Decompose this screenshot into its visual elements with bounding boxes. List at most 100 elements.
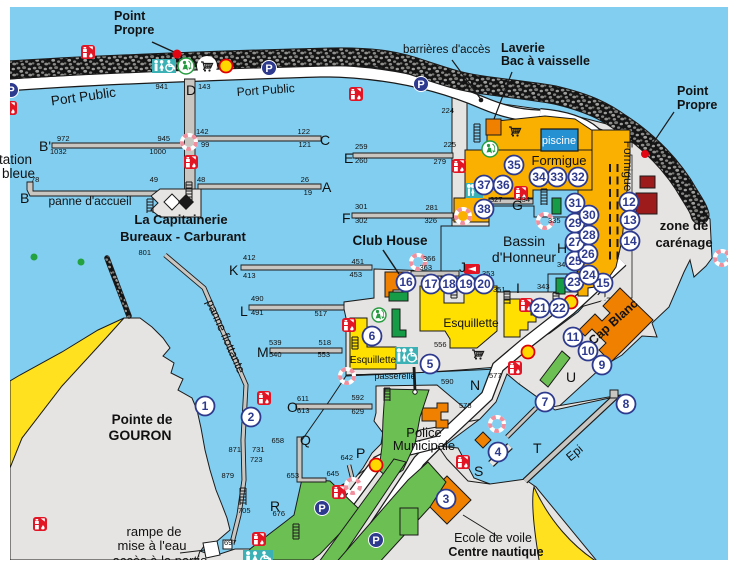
svg-text:10: 10 [581,344,595,358]
svg-text:28: 28 [582,228,596,242]
svg-text:590: 590 [441,377,454,386]
svg-text:K: K [229,262,239,278]
svg-text:556: 556 [434,340,447,349]
svg-text:259: 259 [355,142,368,151]
svg-text:carénage: carénage [655,235,712,250]
svg-text:P: P [265,63,272,75]
svg-text:224: 224 [441,106,454,115]
svg-text:27: 27 [568,235,582,249]
svg-text:412: 412 [243,253,256,262]
svg-text:326: 326 [424,216,437,225]
svg-text:302: 302 [355,216,368,225]
svg-text:611: 611 [297,394,309,403]
svg-text:Station: Station [0,152,32,167]
svg-text:Municipale: Municipale [393,438,455,453]
svg-text:16: 16 [399,275,413,289]
svg-text:35: 35 [507,158,521,172]
svg-text:N: N [470,377,480,393]
svg-text:Propre: Propre [114,23,154,37]
svg-text:T: T [533,440,542,456]
svg-text:12: 12 [622,195,636,209]
svg-text:490: 490 [251,294,264,303]
svg-text:Laverie: Laverie [501,41,545,55]
svg-text:539: 539 [269,338,282,347]
svg-text:8: 8 [623,397,630,411]
svg-text:281: 281 [425,203,438,212]
svg-text:225: 225 [443,140,456,149]
svg-text:mise à l'eau: mise à l'eau [118,538,187,553]
svg-text:676: 676 [272,509,285,518]
svg-text:4: 4 [495,445,502,459]
svg-text:142: 142 [196,127,209,136]
svg-text:413: 413 [243,271,256,280]
svg-text:P: P [417,79,424,91]
svg-text:34: 34 [532,170,546,184]
svg-text:99: 99 [201,140,209,149]
svg-text:Point: Point [677,84,709,98]
svg-text:26: 26 [301,175,309,184]
svg-text:30: 30 [582,208,596,222]
svg-text:363: 363 [419,263,432,272]
svg-text:passerelle: passerelle [374,371,415,381]
svg-text:M: M [257,344,269,360]
svg-text:343: 343 [537,282,550,291]
svg-text:697: 697 [224,538,237,547]
svg-text:Pointe de: Pointe de [112,412,173,427]
svg-text:Bac à vaisselle: Bac à vaisselle [501,54,590,68]
svg-text:29: 29 [568,216,582,230]
svg-text:Esquillette: Esquillette [443,316,499,330]
svg-text:La Capitainerie: La Capitainerie [134,212,227,227]
svg-text:Centre nautique: Centre nautique [448,545,543,559]
svg-text:Formigue: Formigue [621,141,635,192]
svg-text:1: 1 [202,399,209,413]
svg-text:barrières d'accès: barrières d'accès [403,44,490,56]
svg-text:A: A [322,179,332,195]
svg-text:279: 279 [433,157,446,166]
svg-text:Port Public: Port Public [236,81,295,99]
svg-text:Propre: Propre [677,98,717,112]
svg-text:26: 26 [581,247,595,261]
svg-text:366: 366 [423,254,436,263]
svg-text:33: 33 [550,170,564,184]
svg-text:801: 801 [138,248,151,257]
svg-text:d'Honneur: d'Honneur [492,249,557,265]
svg-text:731: 731 [252,445,265,454]
svg-text:48: 48 [197,175,205,184]
svg-text:U: U [566,369,576,385]
svg-text:S: S [474,463,483,479]
svg-text:Bassin: Bassin [503,233,545,249]
svg-text:301: 301 [355,202,368,211]
svg-text:941: 941 [155,82,168,91]
svg-text:723: 723 [250,455,263,464]
svg-text:22: 22 [552,301,566,315]
svg-text:577: 577 [489,371,502,380]
svg-text:705: 705 [238,506,251,515]
svg-text:Formigue: Formigue [532,153,587,168]
svg-text:Bureaux - Carburant: Bureaux - Carburant [120,229,246,244]
svg-text:653: 653 [286,471,299,480]
svg-text:J: J [459,259,466,275]
svg-text:6: 6 [369,329,376,343]
svg-text:879: 879 [221,471,234,480]
svg-text:18: 18 [442,277,456,291]
svg-text:553: 553 [317,350,330,359]
svg-text:5: 5 [427,357,434,371]
svg-text:R: R [270,498,280,514]
svg-text:23: 23 [567,275,581,289]
svg-text:7: 7 [542,395,549,409]
svg-text:P: P [318,503,325,515]
svg-text:19: 19 [304,188,312,197]
svg-text:37: 37 [477,178,491,192]
svg-text:491: 491 [251,308,264,317]
svg-text:517: 517 [314,309,327,318]
svg-text:bleue: bleue [2,166,35,181]
svg-text:1000: 1000 [149,147,166,156]
svg-text:Q: Q [300,432,311,448]
svg-text:Club House: Club House [352,233,427,248]
svg-text:642: 642 [340,453,353,462]
svg-text:592: 592 [351,393,364,402]
svg-text:24: 24 [582,268,596,282]
svg-text:I: I [516,280,520,296]
svg-text:accès à la partie: accès à la partie [113,553,208,566]
svg-text:32: 32 [571,170,585,184]
